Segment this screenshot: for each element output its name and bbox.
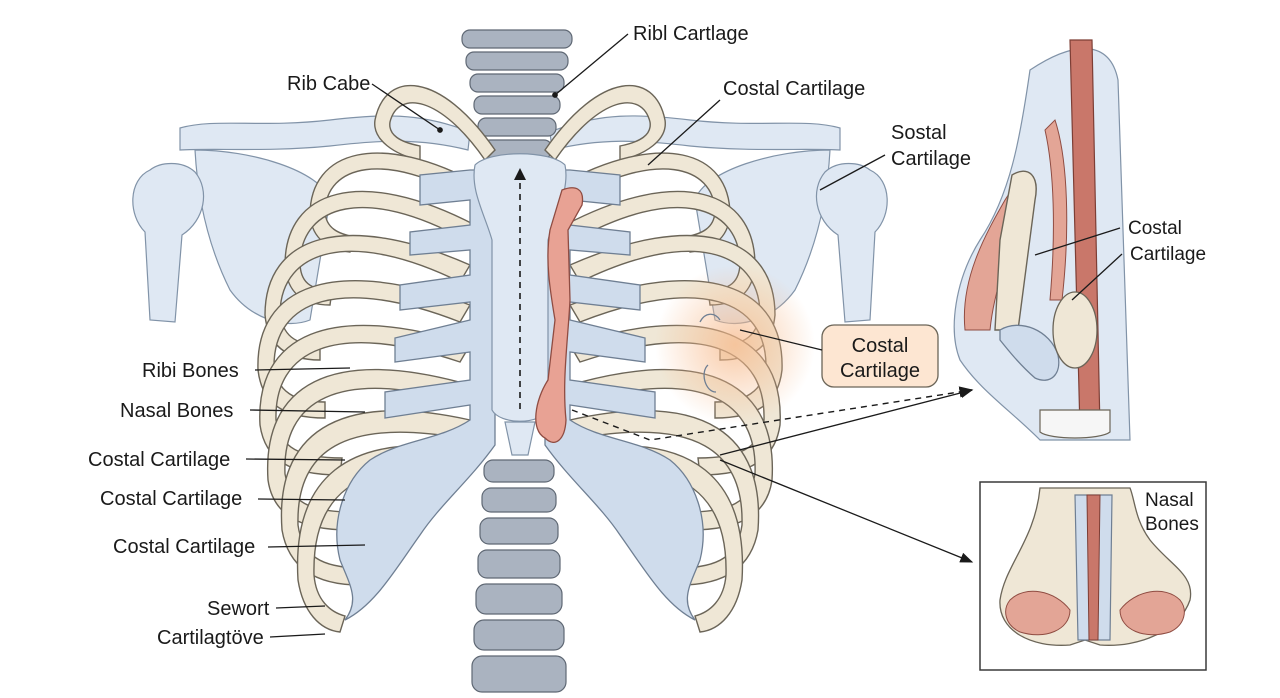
cervical-vertebra (477, 117, 557, 137)
nostril-shape (999, 324, 1060, 381)
left-humerus (132, 162, 205, 323)
shoulder-girdle (132, 115, 888, 325)
leader-costal-left-1 (245, 458, 346, 461)
nasal-sagittal-inset (953, 39, 1131, 441)
arrow-to-nasal-inset (719, 387, 974, 456)
lumbar-vertebra (483, 459, 555, 483)
glow-icon-arcs (699, 313, 721, 393)
leader-rib-cabe (371, 83, 443, 133)
label-ribl-cartlage: Ribl Cartlage (633, 23, 749, 45)
nasal-soft-tissue (953, 48, 1131, 441)
leader-costal-left-3 (267, 544, 366, 548)
label-nasal-inset-line2: Bones (1145, 514, 1199, 535)
rib (296, 445, 472, 633)
label-nasal-inset-line1: Nasal (1145, 490, 1194, 511)
label-rib-cabe: Rib Cabe (287, 73, 370, 95)
callout-leader (739, 329, 823, 351)
leader-costal-left-2 (257, 498, 346, 501)
right-clavicle (549, 115, 841, 151)
right-costal-cartilage (544, 169, 704, 621)
right-humerus (815, 162, 888, 323)
left-clavicle (179, 115, 471, 151)
lumbar-vertebra (471, 655, 567, 693)
cervical-vertebra (469, 73, 565, 93)
callout-box (821, 324, 939, 388)
lumbar-vertebra (481, 487, 557, 513)
callout-label-line2: Cartilage (840, 360, 920, 382)
septal-cartilage (1052, 291, 1098, 369)
left-costal-cartilage (336, 169, 496, 621)
vertebral-column (461, 29, 573, 693)
dashed-arrow-to-nasal-inset (571, 386, 974, 441)
label-sostal-line2: Cartilage (891, 148, 971, 170)
lumbar-vertebra (477, 549, 561, 579)
label-costal-left-2: Costal Cartilage (100, 488, 242, 510)
lumbar-vertebra (473, 619, 565, 651)
leader-cartilagtove (269, 633, 326, 638)
leader-costal-right-2 (1071, 253, 1123, 301)
label-costal-left-3: Costal Cartilage (113, 536, 255, 558)
label-ribi-bones: Ribi Bones (142, 360, 239, 382)
xiphoid-process (504, 421, 536, 456)
nasal-muscle-band (1044, 119, 1068, 301)
cervical-vertebra (461, 29, 573, 49)
label-sewort: Sewort (207, 598, 270, 620)
label-costal-right-line1: Costal (1128, 218, 1182, 239)
lumbar-vertebra (479, 517, 559, 545)
callout-label-line1: Costal (852, 335, 909, 357)
leader-ribl-cartlage (552, 33, 629, 98)
rib (284, 190, 477, 306)
leader-ribi-bones (254, 367, 351, 371)
teeth (1039, 409, 1111, 439)
label-nasal-bones-left: Nasal Bones (120, 400, 233, 422)
septum-muscle (1086, 494, 1101, 641)
nose-skin (1119, 590, 1185, 636)
arrow-to-nose-inset (719, 459, 974, 563)
leader-sostal (819, 154, 886, 191)
leader-costal-cartilage-top (647, 99, 721, 166)
rib (568, 445, 744, 633)
cervical-vertebra (465, 51, 569, 71)
midline-arrowhead (514, 168, 526, 180)
cervical-vertebra (473, 95, 561, 115)
leader-sewort (275, 605, 326, 609)
lumbar-vertebra (475, 583, 563, 615)
highlight-glow (655, 265, 815, 425)
rib (264, 234, 472, 361)
label-costal-left-1: Costal Cartilage (88, 449, 230, 471)
label-cartilagtove: Cartilagtöve (157, 627, 264, 649)
label-sostal-line1: Sostal (891, 122, 947, 144)
highlighted-costal-cartilage (535, 187, 584, 443)
label-costal-right-line2: Cartilage (1130, 244, 1206, 265)
nose-inset (999, 487, 1192, 646)
leader-nasal-bones-left (249, 409, 366, 413)
label-costal-cartilage-top: Costal Cartilage (723, 78, 865, 100)
leader-costal-right-1 (1034, 227, 1121, 256)
nose-skin (1005, 590, 1071, 636)
rib (257, 280, 472, 419)
